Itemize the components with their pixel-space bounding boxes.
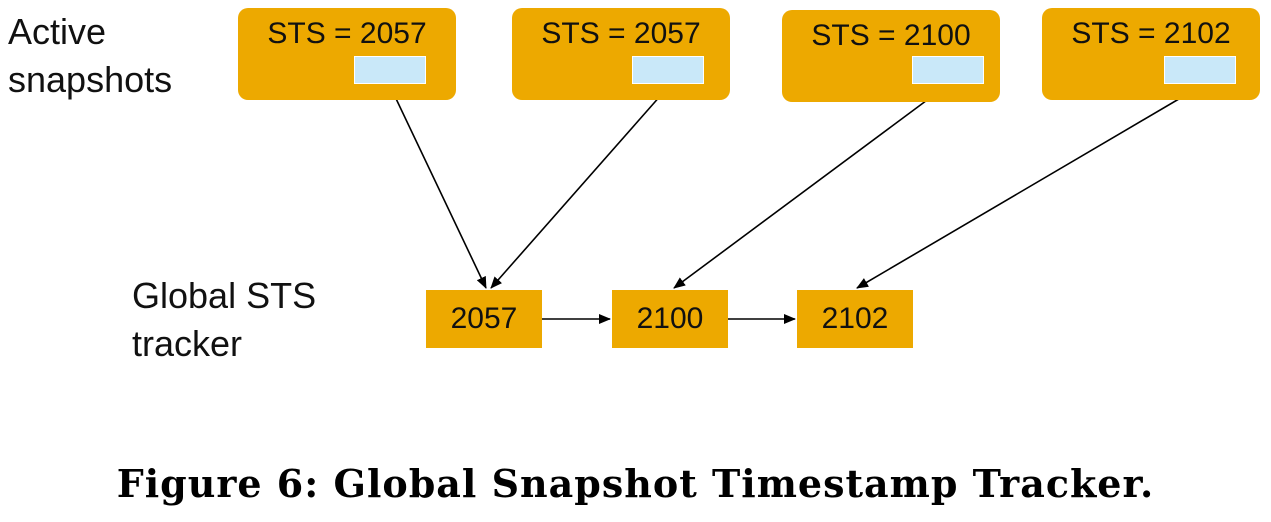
snapshot-pointer-slot [354, 56, 426, 84]
tracker-node-2: 2100 [612, 290, 728, 348]
snapshot-pointer-arrow [856, 85, 1202, 289]
snapshot-box-1: STS = 2057 [238, 8, 456, 100]
snapshot-box-4: STS = 2102 [1042, 8, 1260, 100]
snapshot-sts-label: STS = 2057 [541, 17, 701, 50]
snapshot-sts-label: STS = 2102 [1071, 17, 1231, 50]
snapshot-box-2: STS = 2057 [512, 8, 730, 100]
snapshot-sts-label: STS = 2100 [811, 19, 971, 52]
snapshot-pointer-slot [632, 56, 704, 84]
tracker-node-1: 2057 [426, 290, 542, 348]
active-snapshots-label: Active snapshots [8, 11, 173, 100]
figure-caption: Figure 6: Global Snapshot Timestamp Trac… [116, 461, 1155, 506]
snapshot-pointer-arrow [490, 85, 670, 289]
tracker-node-3: 2102 [797, 290, 913, 348]
snapshot-sts-label: STS = 2057 [267, 17, 427, 50]
snapshot-pointer-slot [1164, 56, 1236, 84]
global-tracker-label: Global STS tracker [132, 275, 317, 364]
snapshot-pointer-arrow [389, 85, 487, 289]
snapshot-pointer-slot [912, 56, 984, 84]
snapshot-box-3: STS = 2100 [782, 10, 1000, 102]
snapshot-pointer-arrow [673, 85, 947, 289]
